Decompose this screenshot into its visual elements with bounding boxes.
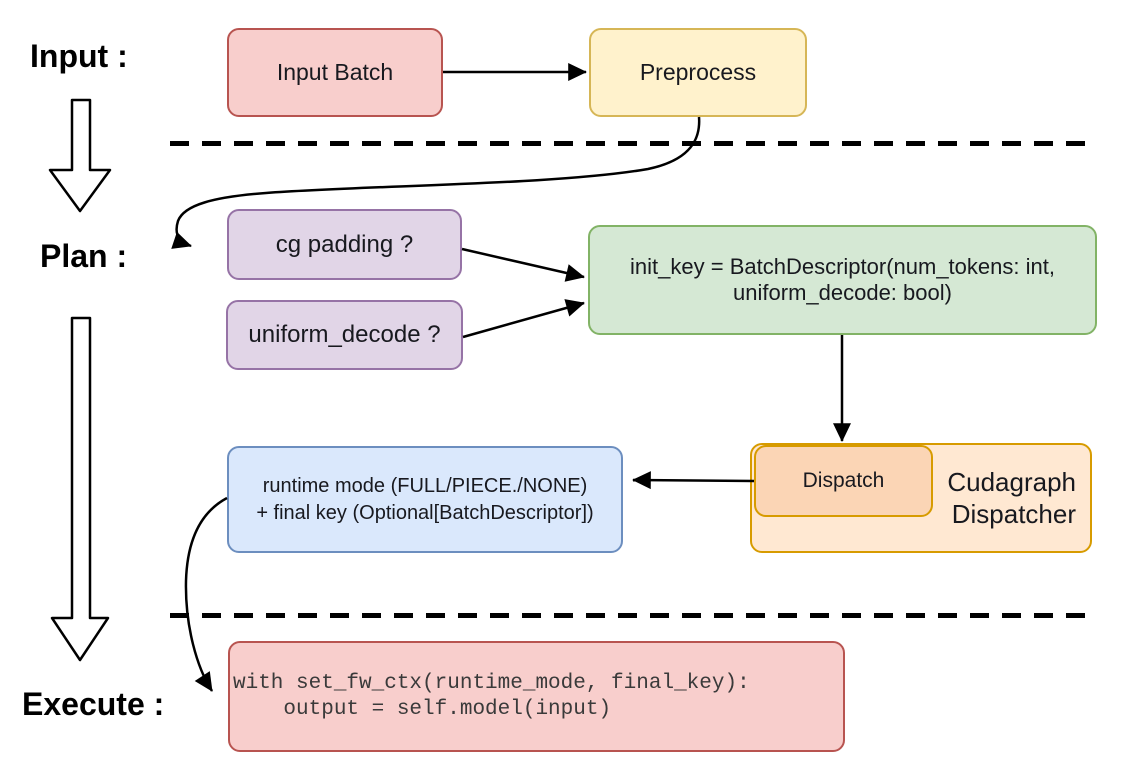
node-uniform-decode: uniform_decode ?: [226, 300, 463, 370]
flow-down-arrow-icon: [48, 98, 112, 213]
node-uniform-decode-label: uniform_decode ?: [248, 321, 441, 349]
node-runtime-mode: runtime mode (FULL/PIECE./NONE) + final …: [227, 446, 623, 553]
connector-dispatch-to-runtime-mode: [632, 471, 755, 490]
node-cg-padding: cg padding ?: [227, 209, 462, 280]
node-dispatch-label: Dispatch: [802, 469, 885, 493]
stage-label-input: Input :: [30, 38, 128, 74]
stage-label-execute: Execute :: [22, 686, 165, 722]
node-cudagraph-dispatcher-line1: Cudagraph: [947, 467, 1076, 497]
node-preprocess-label: Preprocess: [639, 59, 757, 86]
node-input-batch: Input Batch: [227, 28, 443, 117]
node-cudagraph-dispatcher-line2: Dispatcher: [951, 499, 1076, 529]
node-cg-padding-label: cg padding ?: [275, 230, 414, 258]
connector-cg-padding-to-init-key: [461, 247, 585, 282]
node-init-key: init_key = BatchDescriptor(num_tokens: i…: [588, 225, 1097, 335]
node-init-key-line2: uniform_decode: bool): [733, 280, 952, 305]
connector-runtime-mode-to-execute-code: [184, 496, 228, 692]
node-input-batch-label: Input Batch: [276, 59, 394, 86]
connector-uniform-decode-to-init-key: [462, 299, 585, 339]
node-runtime-mode-line1: runtime mode (FULL/PIECE./NONE): [262, 474, 588, 497]
node-execute-code: with set_fw_ctx(runtime_mode, final_key)…: [228, 641, 845, 752]
execute-code-line1: with set_fw_ctx(runtime_mode, final_key)…: [233, 671, 750, 695]
node-preprocess: Preprocess: [589, 28, 807, 117]
flow-down-arrow-icon: [50, 316, 110, 662]
stage-label-plan: Plan :: [40, 238, 128, 274]
execute-code-line2: output = self.model(input): [233, 697, 612, 721]
node-runtime-mode-line2: + final key (Optional[BatchDescriptor]): [256, 501, 594, 524]
node-init-key-line1: init_key = BatchDescriptor(num_tokens: i…: [630, 254, 1055, 279]
node-dispatch: Dispatch: [754, 445, 933, 517]
